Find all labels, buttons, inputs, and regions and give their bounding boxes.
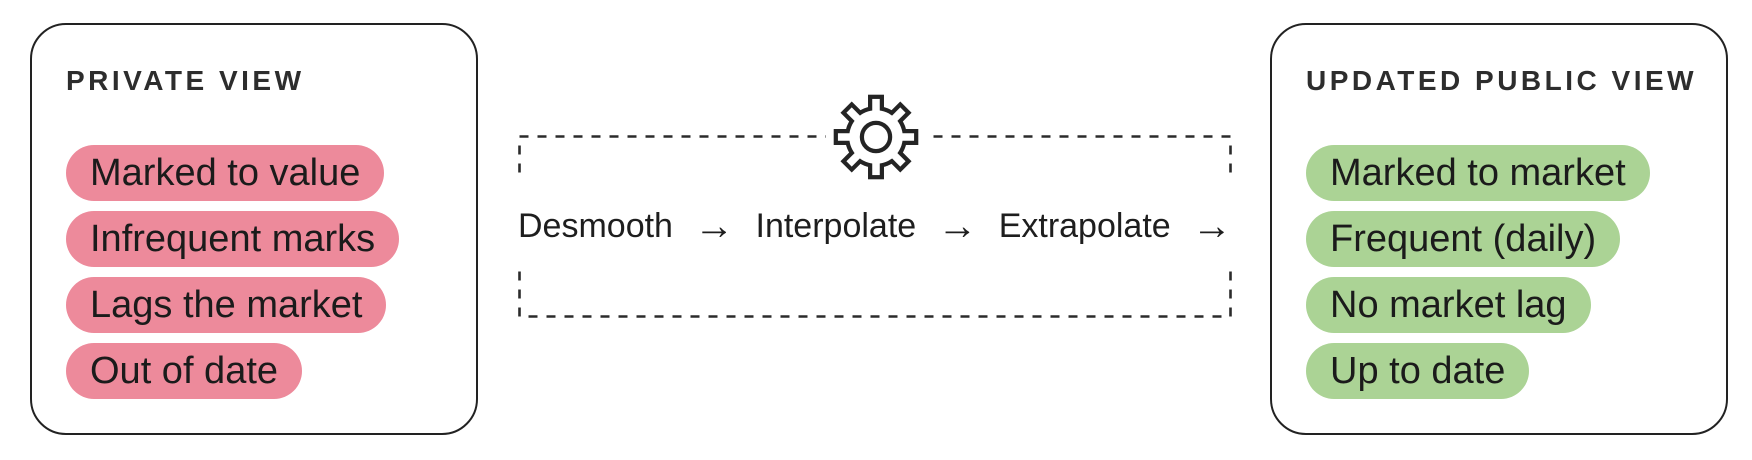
arrow-right-icon: →	[694, 204, 735, 248]
private-pill: Out of date	[66, 343, 303, 399]
public-pill: No market lag	[1306, 277, 1591, 333]
public-pill: Frequent (daily)	[1306, 211, 1621, 267]
arrow-right-icon: →	[1191, 204, 1232, 248]
gear-icon	[826, 88, 926, 186]
gear-icon-svg	[833, 94, 919, 180]
updated-public-view-card: UPDATED PUBLIC VIEW Marked to market Fre…	[1270, 23, 1728, 435]
process-step-desmooth: Desmooth	[518, 206, 673, 245]
process-steps-row: Desmooth → Interpolate → Extrapolate →	[500, 181, 1250, 271]
private-view-pill-list: Marked to value Infrequent marks Lags th…	[66, 145, 442, 399]
process-step-interpolate: Interpolate	[755, 206, 917, 245]
updated-public-view-title: UPDATED PUBLIC VIEW	[1306, 65, 1698, 96]
gear-hub	[859, 120, 893, 154]
gear-teeth-outline	[833, 94, 919, 180]
public-view-pill-list: Marked to market Frequent (daily) No mar…	[1306, 145, 1692, 399]
private-pill: Marked to value	[66, 145, 385, 201]
arrow-right-icon: →	[937, 204, 978, 248]
public-pill: Marked to market	[1306, 145, 1650, 201]
private-view-title: PRIVATE VIEW	[66, 65, 305, 96]
private-view-card: PRIVATE VIEW Marked to value Infrequent …	[30, 23, 478, 435]
public-pill: Up to date	[1306, 343, 1530, 399]
private-pill: Lags the market	[66, 277, 387, 333]
private-pill: Infrequent marks	[66, 211, 400, 267]
process-step-extrapolate: Extrapolate	[998, 206, 1171, 245]
